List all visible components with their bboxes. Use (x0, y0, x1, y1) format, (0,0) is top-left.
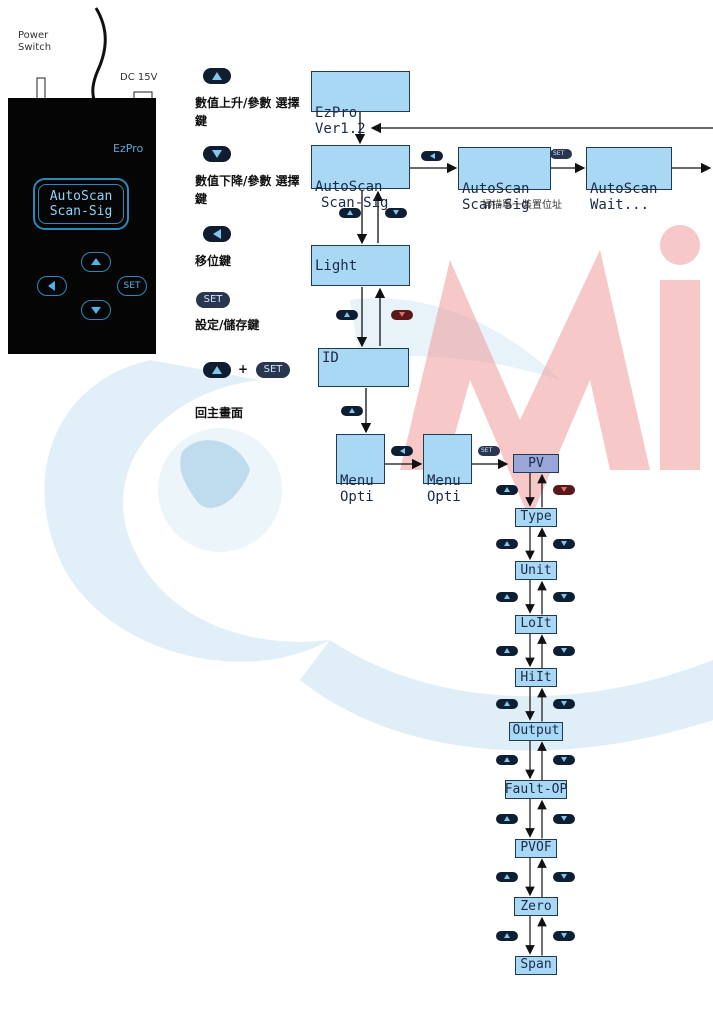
left-arrow-key-icon (203, 226, 231, 242)
down-key-icon (385, 208, 407, 218)
menu-item-span: Span (515, 955, 557, 975)
left-key-icon (421, 151, 443, 161)
set-key-icon: SET (196, 292, 230, 308)
watermark-text: Mi (610, 469, 612, 471)
menu-item-pv: PV (513, 454, 559, 473)
down-key-icon (553, 699, 575, 710)
device-lcd-line2: Scan-Sig (49, 204, 113, 219)
down-key-icon (553, 592, 575, 603)
down-key-icon (553, 645, 575, 656)
menu-item-fault-op: Fault-OP (505, 780, 567, 799)
down-arrow-key-icon (203, 146, 231, 162)
menu-item-pvof: PVOF (515, 838, 557, 858)
menu-item-zero: Zero (514, 897, 558, 916)
set-key-combo-label: SET (263, 364, 283, 375)
up-key-icon (339, 208, 361, 218)
up-key-icon (496, 813, 518, 824)
screen-light: Light (311, 245, 410, 286)
up-key-icon (496, 930, 518, 941)
screen-id: ID (318, 348, 409, 387)
set-key-icon (478, 446, 500, 456)
scan-caption: 掃描單一裝置位址 (482, 200, 562, 211)
down-key-icon (553, 813, 575, 824)
up-key-icon (496, 645, 518, 656)
down-key-icon (553, 755, 575, 766)
menu-item-type: Type (515, 507, 557, 527)
legend-home-text: 回主畫面 (195, 406, 244, 420)
up-key-icon (496, 699, 518, 710)
up-key-icon (496, 872, 518, 883)
set-key-combo-icon: SET (256, 362, 290, 378)
device-up-button[interactable] (81, 252, 111, 272)
set-key-label: SET (203, 294, 223, 305)
up-key-icon (496, 755, 518, 766)
up-key-icon (341, 406, 363, 416)
down-key-icon (553, 872, 575, 883)
device-brand: EzPro (113, 142, 144, 155)
up-key-icon (496, 592, 518, 603)
down-key-icon (553, 930, 575, 941)
down-key-icon (553, 538, 575, 549)
device-set-button[interactable]: SET (117, 276, 147, 296)
down-key-icon (391, 310, 413, 320)
device-lcd: AutoScan Scan-Sig (33, 178, 129, 230)
legend-set-text: 設定/儲存鍵 (195, 318, 260, 332)
left-key-icon (391, 446, 413, 456)
legend-down-text: 數值下降/參數 選擇鍵 (195, 174, 300, 206)
set-key-icon (550, 149, 572, 159)
device-set-label: SET (123, 281, 141, 291)
dc-label: DC 15V (120, 72, 158, 83)
legend-left-text: 移位鍵 (195, 254, 232, 268)
up-key-icon (496, 538, 518, 549)
up-arrow-key-icon (203, 68, 231, 84)
up-key-icon (496, 485, 518, 496)
menu-item-unit: Unit (515, 561, 557, 580)
up-key-combo-icon (203, 362, 231, 378)
device-lcd-line1: AutoScan (49, 189, 113, 204)
menu-item-loit: LoIt (515, 614, 557, 634)
menu-item-hiit: HiIt (515, 668, 557, 687)
legend-plus: + (238, 362, 249, 376)
legend-up-text: 數值上升/參數 選擇鍵 (195, 96, 300, 128)
up-key-icon (336, 310, 358, 320)
device-left-button[interactable] (37, 276, 67, 296)
down-key-icon (553, 485, 575, 496)
power-switch-label: Power Switch (18, 30, 52, 53)
device-down-button[interactable] (81, 300, 111, 320)
menu-item-output: Output (509, 721, 563, 741)
